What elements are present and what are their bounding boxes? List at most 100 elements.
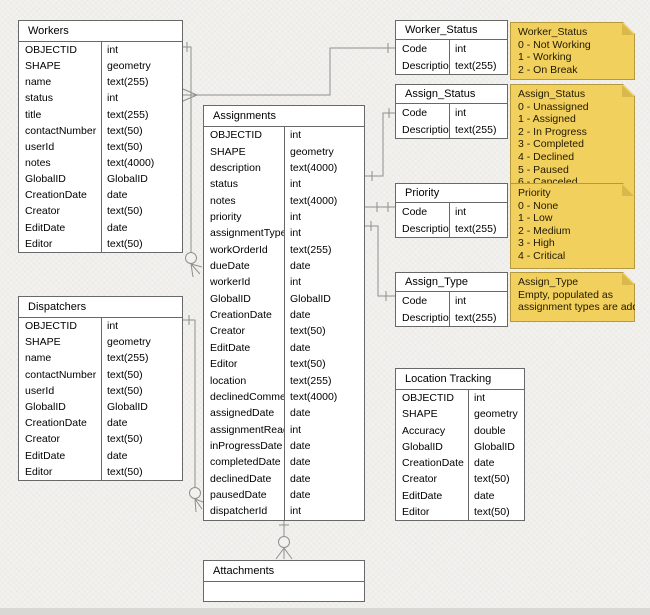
entity-table-assign-type[interactable]: Assign_Type CodeintDescriptiontext(255) (395, 272, 508, 327)
field-row[interactable]: Descriptiontext(255) (396, 121, 507, 138)
connector-assignments-priority[interactable] (365, 202, 395, 212)
connector-workers-workerstatus[interactable] (182, 43, 395, 102)
entity-table-worker-status[interactable]: Worker_Status CodeintDescriptiontext(255… (395, 20, 508, 75)
field-name: CreationDate (25, 417, 87, 430)
field-name: SHAPE (402, 408, 438, 421)
entity-table-attachments[interactable]: Attachments (203, 560, 365, 602)
table-title[interactable]: Assignments (204, 106, 364, 127)
connector-dispatchers-assignments[interactable] (183, 315, 204, 513)
table-title[interactable]: Dispatchers (19, 297, 182, 318)
table-title[interactable]: Location Tracking (396, 369, 524, 390)
field-name: name (25, 352, 52, 365)
entity-table-priority[interactable]: Priority CodeintDescriptiontext(255) (395, 183, 508, 238)
field-row[interactable]: declinedCommenttext(4000) (204, 389, 364, 405)
connector-workers-assignments[interactable] (183, 42, 203, 278)
field-row[interactable]: Descriptiontext(255) (396, 220, 507, 237)
table-title[interactable]: Assign_Type (396, 273, 507, 292)
table-title[interactable]: Attachments (204, 561, 364, 582)
connector-assignments-attachments[interactable] (275, 518, 293, 560)
entity-table-assign-status[interactable]: Assign_Status CodeintDescriptiontext(255… (395, 84, 508, 139)
field-name: inProgressDate (210, 440, 283, 452)
connector-assignments-assigntype[interactable] (365, 221, 395, 301)
field-row[interactable]: Descriptiontext(255) (396, 57, 507, 74)
field-name: EditDate (25, 449, 66, 462)
field-name: pausedDate (210, 489, 267, 502)
field-row[interactable]: Descriptiontext(255) (396, 309, 507, 326)
table-title[interactable]: Assign_Status (396, 85, 507, 104)
field-name: Accuracy (402, 424, 446, 437)
table-title[interactable]: Worker_Status (396, 21, 507, 40)
table-title[interactable]: Priority (396, 184, 507, 203)
connector-assignments-assignstatus[interactable] (365, 108, 395, 181)
table-title[interactable]: Workers (19, 21, 182, 42)
